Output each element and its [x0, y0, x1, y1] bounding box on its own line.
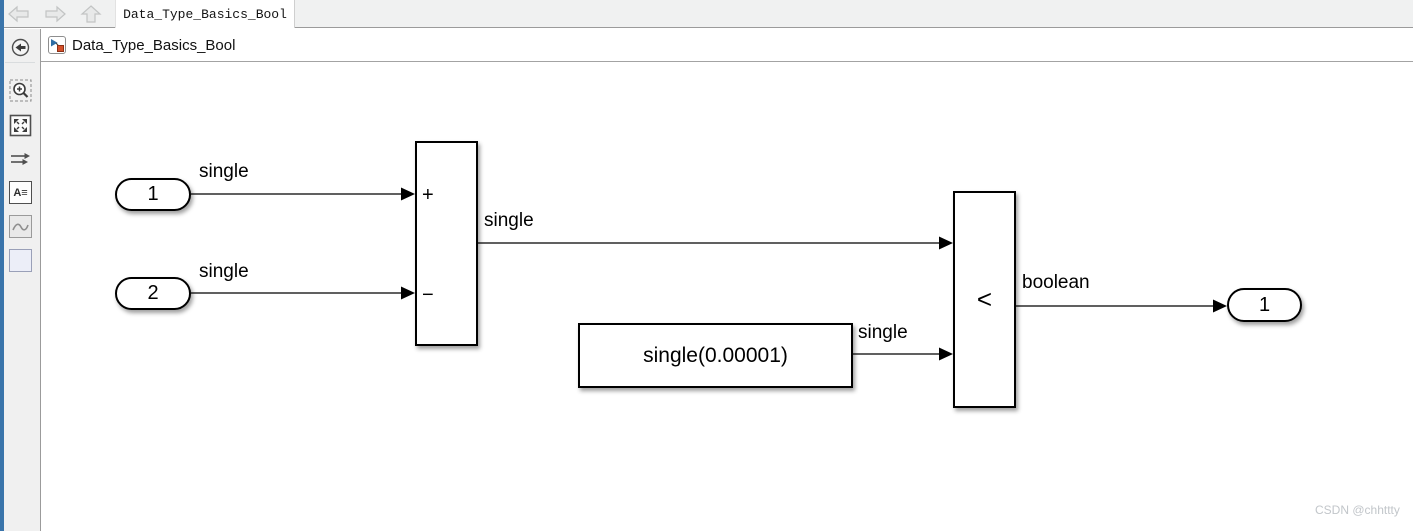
- area-select-button[interactable]: [9, 249, 32, 272]
- sum-minus-sign: −: [422, 284, 434, 306]
- signal-routing-button[interactable]: [9, 148, 32, 171]
- breadcrumb-model-name[interactable]: Data_Type_Basics_Bool: [72, 36, 236, 54]
- back-arrow-icon: [8, 5, 29, 23]
- signal-wires[interactable]: [41, 62, 1413, 531]
- signal-label-relop-out[interactable]: boolean: [1022, 272, 1090, 293]
- palette-sidebar: A≡: [0, 29, 41, 531]
- sidebar-separator: [5, 62, 35, 63]
- model-canvas[interactable]: 1 2 + − single(0.00001) < 1 single singl…: [41, 62, 1413, 531]
- inport-block-1[interactable]: 1: [115, 178, 191, 211]
- fit-to-view-button[interactable]: [9, 114, 32, 137]
- forward-arrow-icon: [45, 5, 66, 23]
- up-to-parent-button[interactable]: [79, 5, 103, 23]
- outport-1-number: 1: [1258, 293, 1271, 316]
- signal-label-constant-out[interactable]: single: [858, 322, 908, 343]
- zoom-in-icon: [9, 79, 32, 102]
- signal-label-in2[interactable]: single: [199, 261, 249, 282]
- constant-block[interactable]: single(0.00001): [578, 323, 853, 388]
- breadcrumb: Data_Type_Basics_Bool: [41, 29, 1413, 62]
- fit-to-view-icon: [9, 114, 32, 137]
- inport-1-number: 1: [147, 183, 159, 205]
- outport-block-1[interactable]: 1: [1227, 288, 1302, 322]
- signal-label-sum-out[interactable]: single: [484, 210, 534, 231]
- simulink-model-icon: [48, 36, 66, 54]
- left-accent-strip: [0, 0, 4, 531]
- inport-2-number: 2: [147, 282, 159, 304]
- constant-value: single(0.00001): [643, 343, 788, 367]
- tab-data-type-basics-bool[interactable]: Data_Type_Basics_Bool: [115, 0, 295, 28]
- zoom-in-button[interactable]: [9, 79, 32, 102]
- signal-label-in1[interactable]: single: [199, 161, 249, 182]
- forward-button[interactable]: [43, 5, 67, 23]
- tab-bar: Data_Type_Basics_Bool: [0, 0, 1413, 28]
- csdn-watermark: CSDN @chhttty: [1315, 503, 1400, 517]
- annotation-icon: A≡: [13, 186, 28, 199]
- annotation-button[interactable]: A≡: [9, 181, 32, 204]
- up-arrow-icon: [80, 5, 102, 23]
- relational-operator-block[interactable]: <: [953, 191, 1016, 408]
- sum-block[interactable]: + −: [415, 141, 478, 346]
- less-than-operator: <: [976, 284, 993, 314]
- sum-plus-sign: +: [422, 184, 434, 206]
- image-annotation-button[interactable]: [9, 215, 32, 238]
- circled-back-icon: [11, 38, 30, 57]
- tab-label: Data_Type_Basics_Bool: [123, 6, 287, 22]
- back-button[interactable]: [7, 5, 31, 23]
- inport-block-2[interactable]: 2: [115, 277, 191, 310]
- collapse-browser-button[interactable]: [9, 36, 32, 59]
- image-icon: [12, 223, 29, 231]
- double-arrows-icon: [11, 153, 30, 165]
